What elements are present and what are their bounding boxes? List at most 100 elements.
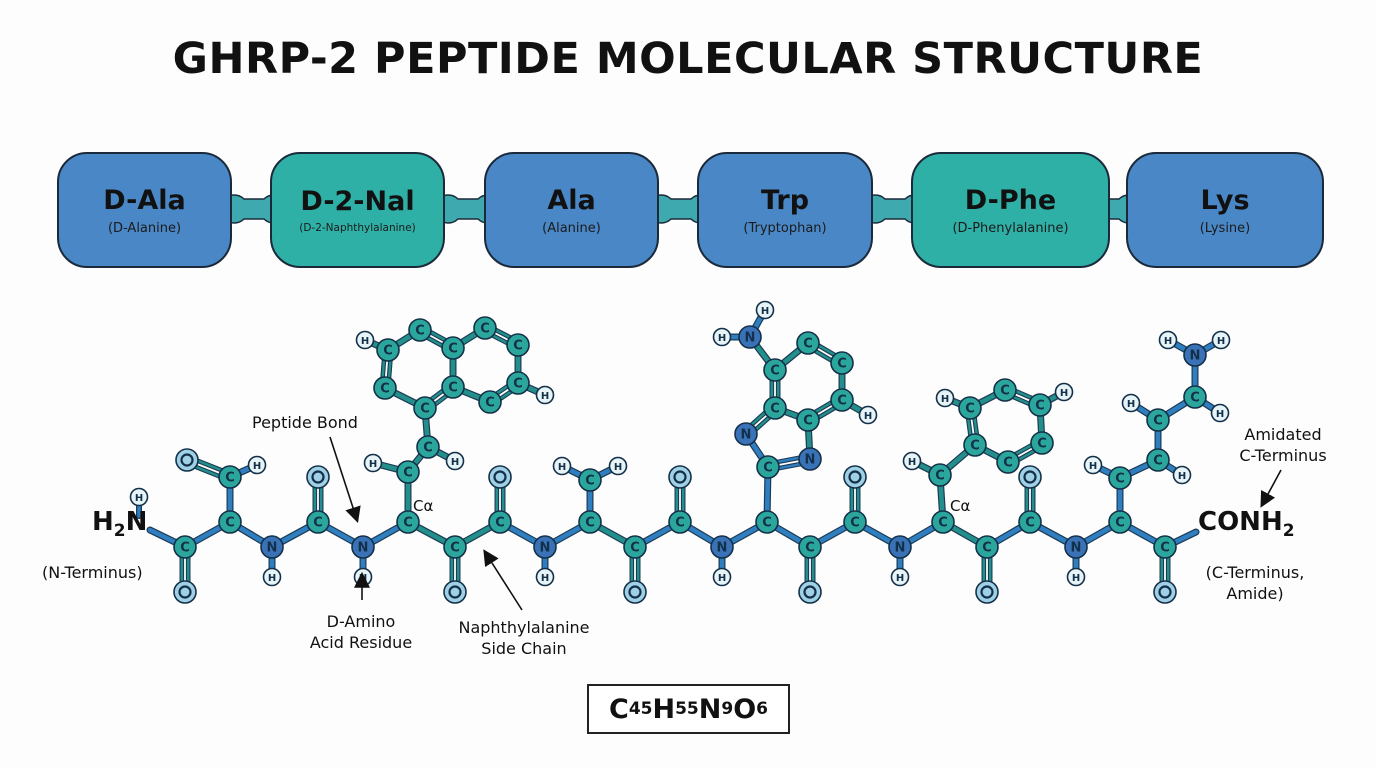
svg-text:H: H: [135, 493, 143, 504]
d-amino-label: D-Amino Acid Residue: [296, 611, 426, 653]
svg-text:C: C: [1190, 391, 1200, 406]
nitrogen-atom: N: [1064, 535, 1088, 559]
svg-text:H: H: [614, 462, 622, 473]
hydrogen-atom: H: [552, 456, 572, 476]
residue-box-d-ala: D-Ala (D-Alanine): [57, 152, 232, 268]
carbon-atom: C: [763, 358, 787, 382]
carbon-atom: C: [1146, 408, 1170, 432]
carbon-atom: C: [668, 510, 692, 534]
hydrogen-atom: H: [712, 327, 732, 347]
c-terminus-group: CONH2: [1198, 509, 1295, 542]
svg-text:C: C: [630, 541, 640, 556]
svg-text:C: C: [763, 461, 773, 476]
residue-box-ala: Ala (Alanine): [484, 152, 659, 268]
svg-text:H: H: [268, 573, 276, 584]
c-alpha-label: Cα: [413, 497, 434, 515]
svg-text:C: C: [805, 541, 815, 556]
svg-text:N: N: [895, 541, 906, 556]
svg-text:H: H: [369, 459, 377, 470]
oxygen-atom: [623, 580, 647, 604]
carbon-atom: C: [1153, 535, 1177, 559]
nitrogen-atom: N: [888, 535, 912, 559]
nitrogen-atom: N: [351, 535, 375, 559]
svg-text:N: N: [717, 541, 728, 556]
svg-text:C: C: [970, 439, 980, 454]
oxygen-atom: [443, 580, 467, 604]
residue-abbr: D-Phe: [964, 184, 1057, 216]
carbon-atom: C: [1028, 393, 1052, 417]
amidated-line1: Amidated: [1244, 425, 1322, 444]
svg-text:H: H: [1089, 461, 1097, 472]
amidated-arrow: [1260, 469, 1282, 508]
residue-abbr: D-Ala: [103, 184, 186, 216]
carbon-atom: C: [623, 535, 647, 559]
svg-text:C: C: [513, 377, 523, 392]
svg-text:C: C: [448, 381, 458, 396]
svg-text:C: C: [1003, 456, 1013, 471]
c-alpha-label: Cα: [950, 497, 971, 515]
annotation-arrows: [329, 436, 1282, 611]
residue-chain: D-Ala (D-Alanine) D-2-Nal (D-2-Naphthyla…: [0, 0, 1376, 300]
svg-text:H: H: [718, 333, 726, 344]
svg-text:C: C: [585, 516, 595, 531]
svg-text:N: N: [540, 541, 551, 556]
hydrogen-atom: H: [353, 567, 373, 587]
svg-text:C: C: [1000, 384, 1010, 399]
oxygen-atom: [173, 580, 197, 604]
svg-text:C: C: [1115, 516, 1125, 531]
residue-abbr: Ala: [547, 184, 596, 216]
carbon-atom: C: [830, 388, 854, 412]
hydrogen-atom: H: [755, 300, 775, 320]
hydrogen-atom: H: [1172, 465, 1192, 485]
n-terminus-label: (N-Terminus): [42, 563, 143, 582]
hydrogen-atom: H: [1083, 455, 1103, 475]
carbon-atom: C: [1030, 431, 1054, 455]
carbon-atom: C: [376, 338, 400, 362]
svg-text:C: C: [770, 364, 780, 379]
hydrogen-atom: H: [712, 567, 732, 587]
nitrogen-atom: N: [798, 447, 822, 471]
residue-fullname: (D-2-Naphthylalanine): [299, 222, 416, 234]
svg-text:H: H: [864, 411, 872, 422]
svg-text:C: C: [313, 516, 323, 531]
svg-text:H: H: [1178, 471, 1186, 482]
svg-text:H: H: [558, 462, 566, 473]
svg-text:C: C: [982, 541, 992, 556]
svg-text:C: C: [850, 516, 860, 531]
carbon-atom: C: [578, 510, 602, 534]
svg-text:C: C: [423, 441, 433, 456]
svg-text:C: C: [403, 516, 413, 531]
residue-fullname: (Tryptophan): [743, 220, 827, 236]
carbon-atom: C: [830, 351, 854, 375]
oxygen-atom: [488, 465, 512, 489]
carbon-atom: C: [396, 510, 420, 534]
hydrogen-atom: H: [1066, 567, 1086, 587]
carbon-atom: C: [413, 396, 437, 420]
formula-count: 45: [628, 699, 653, 719]
oxygen-atom: [175, 448, 199, 472]
nitrogen-atom: N: [738, 325, 762, 349]
svg-text:C: C: [938, 516, 948, 531]
svg-text:C: C: [837, 394, 847, 409]
carbon-atom: C: [928, 463, 952, 487]
svg-text:C: C: [225, 471, 235, 486]
svg-text:C: C: [513, 339, 523, 354]
carbon-atom: C: [1183, 385, 1207, 409]
svg-text:C: C: [965, 402, 975, 417]
svg-text:C: C: [450, 541, 460, 556]
nitrogen-atom: N: [260, 535, 284, 559]
carbon-atom: C: [763, 396, 787, 420]
svg-text:C: C: [803, 337, 813, 352]
hydrogen-atom: H: [1211, 330, 1231, 350]
svg-text:C: C: [225, 516, 235, 531]
carbon-atom: C: [478, 390, 502, 414]
carbon-atom: C: [506, 371, 530, 395]
carbon-atom: C: [1146, 448, 1170, 472]
page-title: GHRP-2 PEPTIDE MOLECULAR STRUCTURE: [172, 34, 1204, 84]
svg-text:C: C: [803, 414, 813, 429]
naphthyl-line1: Naphthylalanine: [458, 618, 590, 637]
svg-text:C: C: [383, 344, 393, 359]
d-amino-line2: Acid Residue: [309, 633, 413, 652]
formula-element: C: [608, 693, 629, 725]
